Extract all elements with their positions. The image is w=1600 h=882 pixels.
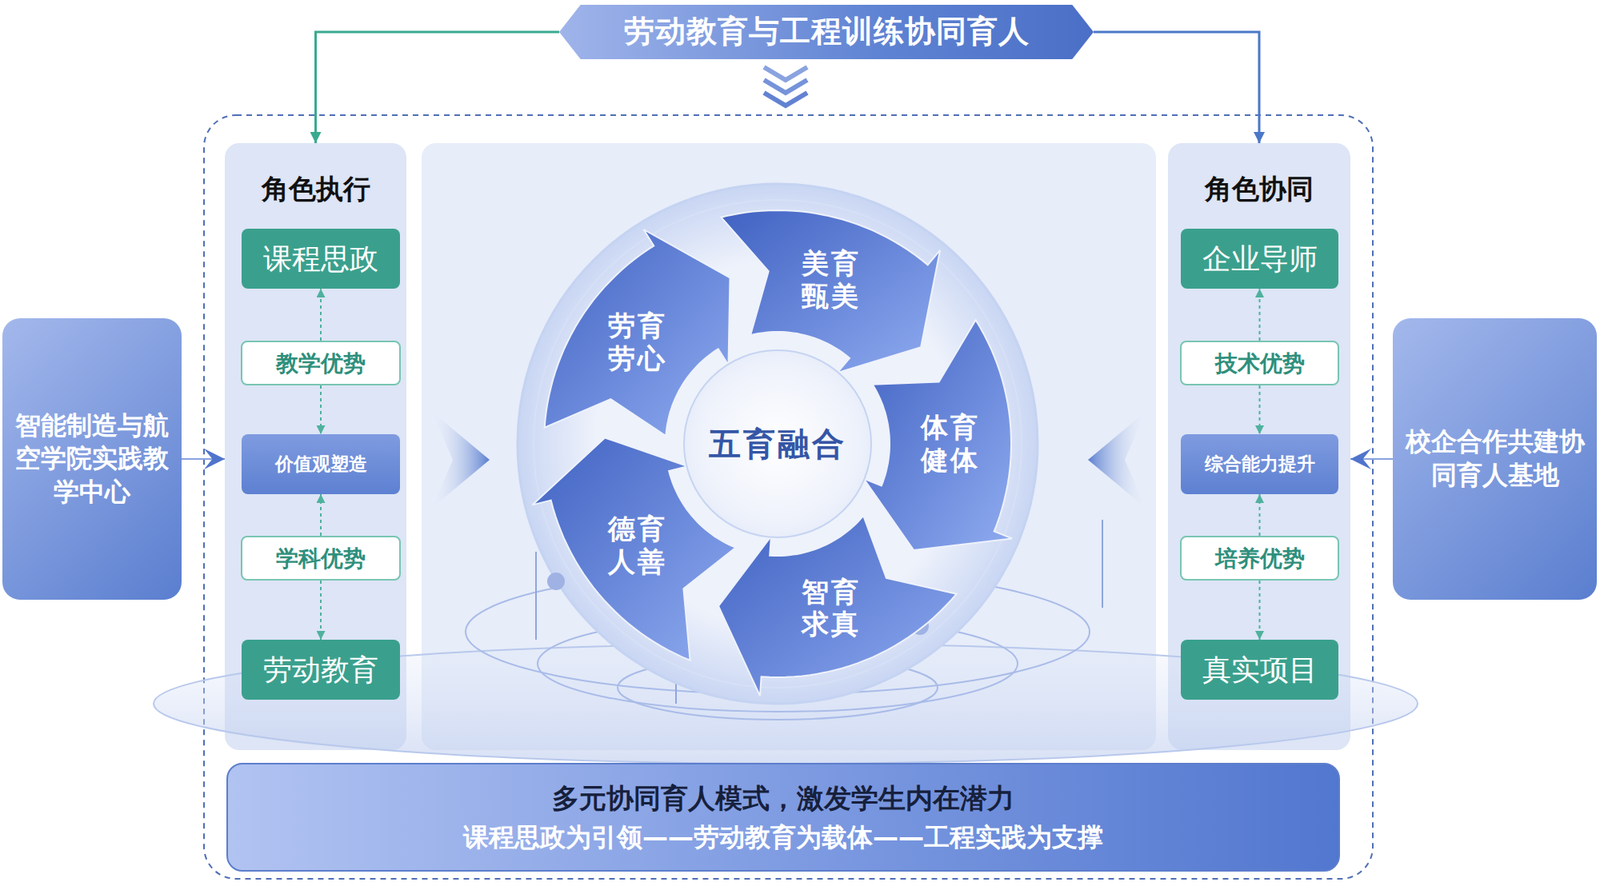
cycle-arrow-segment — [720, 210, 940, 373]
connector — [316, 32, 560, 144]
node-text: 角色执行 — [261, 172, 371, 207]
summary-band: 多元协同育人模式，激发学生内在潜力课程思政为引领——劳动教育为载体——工程实践为… — [226, 763, 1340, 872]
role-panel: 角色协同企业导师技术优势综合能力提升培养优势真实项目 — [1168, 143, 1351, 751]
node-text: 培养优势 — [1215, 544, 1305, 573]
down-chevron — [764, 67, 808, 80]
node-text: 综合能力提升 — [1204, 452, 1316, 476]
connector — [320, 385, 322, 435]
role-box: 劳动教育 — [241, 640, 400, 700]
advantage-box: 技术优势 — [1180, 340, 1340, 386]
node-text: 劳育 劳心 — [602, 309, 673, 376]
connector — [1350, 458, 1393, 460]
cycle-label: 美育 甄美 — [783, 236, 880, 324]
advantage-box: 培养优势 — [1180, 536, 1340, 581]
node-text: 劳动教育与工程训练协同育人 — [624, 12, 1030, 52]
right-panel-ground — [1168, 143, 1351, 751]
deco-line — [535, 552, 537, 640]
node-text: 价值观塑造 — [275, 452, 368, 476]
node-text: 角色协同 — [1204, 172, 1314, 207]
base-box: 校企合作共建协同育人基地 — [1392, 318, 1597, 600]
node-text: 智育 求真 — [796, 576, 867, 642]
node-text: 校企合作共建协同育人基地 — [1402, 425, 1588, 492]
node-text: 多元协同育人模式，激发学生内在潜力 — [552, 781, 1015, 816]
title-banner: 劳动教育与工程训练协同育人 — [559, 4, 1094, 60]
cycle-label: 体育 健体 — [902, 400, 999, 488]
cycle-arrow-segment — [718, 516, 957, 696]
cycle-label: 智育 求真 — [783, 564, 880, 652]
connector — [1093, 32, 1260, 144]
role-box: 企业导师 — [1180, 228, 1339, 289]
role-box: 课程思政 — [241, 228, 400, 289]
node-text: 学科优势 — [276, 544, 366, 573]
cycle-arrow-segment — [864, 320, 1012, 551]
outer-dashed-frame — [204, 115, 1373, 880]
connector — [181, 458, 225, 460]
node-text: 课程思政 — [263, 240, 379, 277]
inflow-arrow — [432, 412, 490, 508]
advantage-box: 教学优势 — [240, 340, 401, 386]
result-box: 价值观塑造 — [241, 434, 400, 495]
inflow-arrow — [1088, 412, 1146, 508]
cycle-label: 劳育 劳心 — [589, 298, 686, 387]
role-panel: 角色执行课程思政教学优势价值观塑造学科优势劳动教育 — [224, 143, 407, 751]
node-text: 德育 人善 — [602, 512, 673, 579]
down-chevron — [764, 80, 808, 93]
deco-sphere — [547, 572, 565, 591]
cycle-arrows — [532, 210, 1012, 696]
connector — [320, 580, 322, 640]
connector — [1259, 288, 1261, 341]
result-box: 综合能力提升 — [1180, 434, 1339, 495]
node-text: 技术优势 — [1215, 349, 1305, 378]
node-text: 智能制造与航空学院实践教学中心 — [12, 409, 172, 510]
down-chevron — [764, 92, 808, 106]
node-text: 课程思政为引领——劳动教育为载体——工程实践为支撑 — [463, 821, 1104, 854]
advantage-box: 学科优势 — [240, 536, 401, 581]
connector — [1259, 580, 1261, 640]
role-box: 真实项目 — [1180, 640, 1339, 700]
node-text: 企业导师 — [1202, 240, 1318, 277]
node-text: 真实项目 — [1202, 652, 1318, 688]
node-text: 教学优势 — [276, 349, 366, 378]
connector — [320, 494, 322, 536]
outer-ring — [517, 184, 1038, 704]
connector — [1259, 494, 1261, 536]
deco-line — [1101, 520, 1104, 608]
left-panel-ground — [224, 143, 407, 751]
connector — [1259, 385, 1261, 435]
node-text: 五育融合 — [708, 424, 847, 464]
connector — [320, 288, 322, 341]
base-box: 智能制造与航空学院实践教学中心 — [2, 318, 182, 600]
center-circle: 五育融合 — [683, 349, 872, 539]
node-text: 美育 甄美 — [796, 247, 867, 313]
node-text: 体育 健体 — [915, 411, 986, 477]
node-text: 劳动教育 — [263, 652, 379, 688]
cycle-label: 德育 人善 — [589, 501, 686, 590]
